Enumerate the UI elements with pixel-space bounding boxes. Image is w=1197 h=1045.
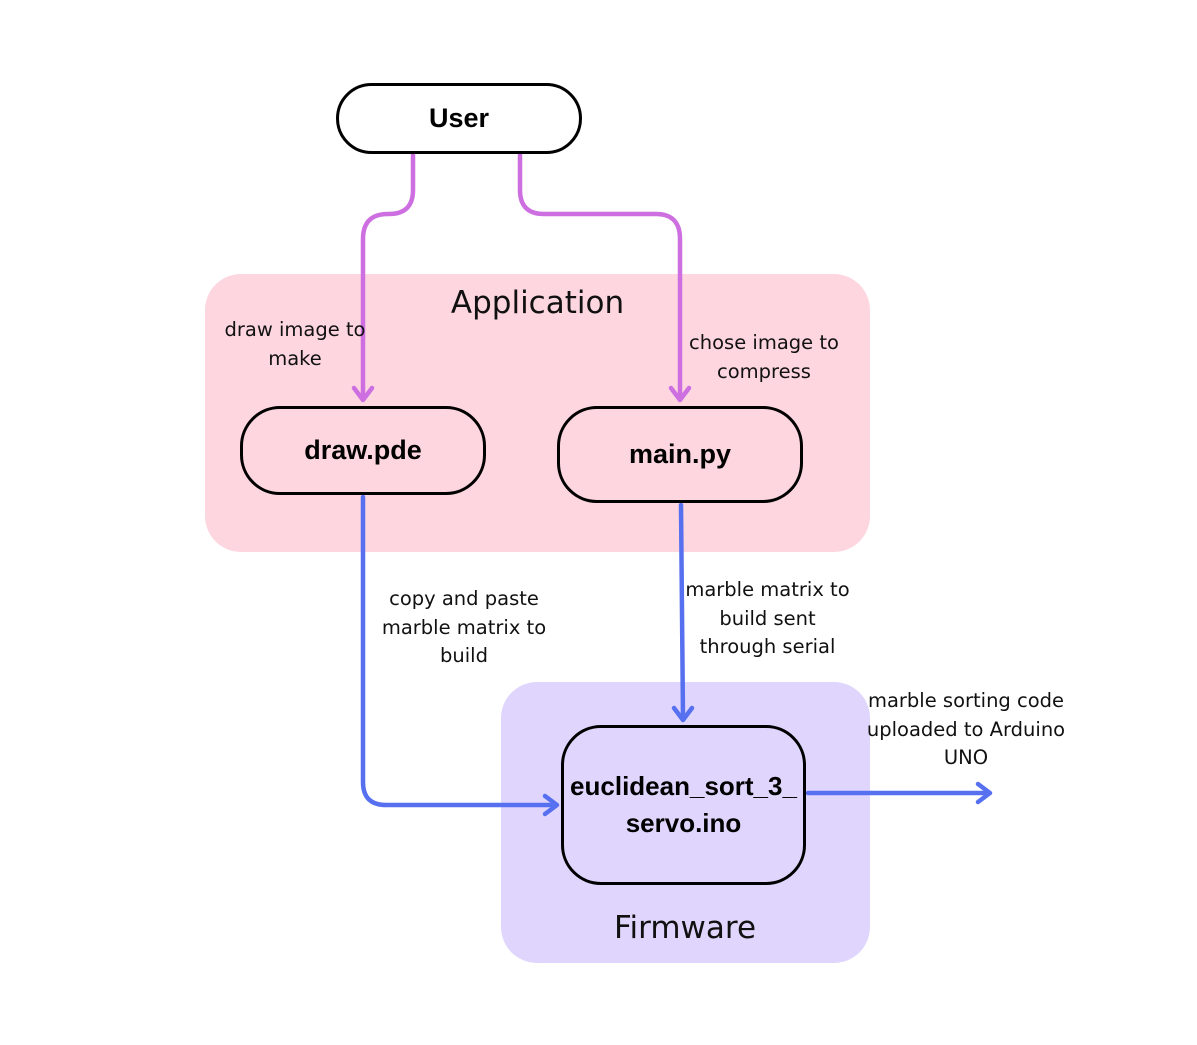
euclidean-sort-ino-node: euclidean_sort_3_servo.ino xyxy=(561,725,806,885)
edge-label-serial: marble matrix to build sent through seri… xyxy=(685,578,850,658)
application-group-title: Application xyxy=(450,285,625,321)
firmware-group-title: Firmware xyxy=(613,910,757,946)
arrowhead-ino-out xyxy=(975,781,993,805)
edge-label-draw-image: draw image to make xyxy=(224,318,366,370)
user-node: User xyxy=(336,83,582,154)
main-py-node: main.py xyxy=(557,406,803,503)
edge-label-copy-paste: copy and paste marble matrix to build xyxy=(381,587,547,667)
draw-pde-node: draw.pde xyxy=(240,406,486,495)
edge-label-upload: marble sorting code uploaded to Arduino … xyxy=(866,689,1066,769)
edge-label-chose-image: chose image to compress xyxy=(689,331,839,383)
ino-node-label: euclidean_sort_3_servo.ino xyxy=(570,771,797,838)
